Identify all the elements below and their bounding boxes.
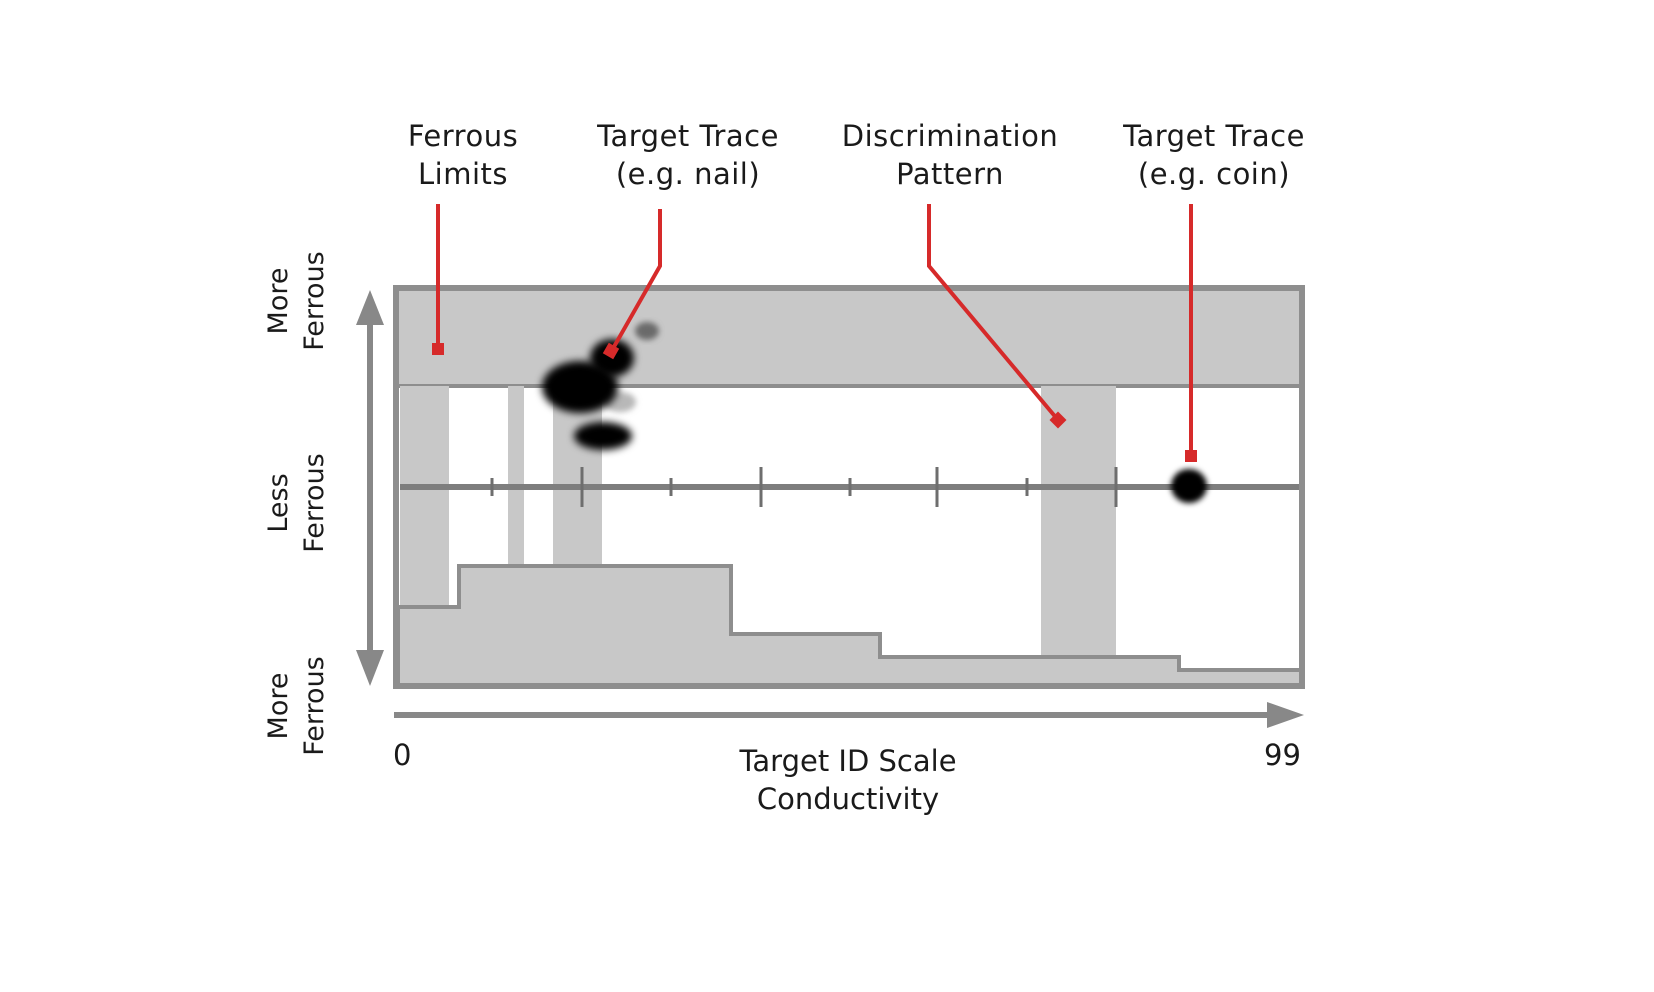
nail-trace <box>542 322 659 450</box>
x-axis-title: Target ID Scale Conductivity <box>648 742 1048 818</box>
callout-discrimination-line1: Discrimination <box>841 119 1059 153</box>
callout-coin-line2: (e.g. coin) <box>1137 157 1291 191</box>
callout-nail-line1: Target Trace <box>597 119 779 153</box>
conductivity-axis-arrow <box>394 702 1304 728</box>
callout-nail-line2: (e.g. nail) <box>615 157 761 191</box>
discrimination-band-4 <box>1041 386 1116 686</box>
ferrous-axis-shaft <box>367 320 373 656</box>
ferrous-limits-band <box>398 290 1302 386</box>
callout-leaders <box>436 204 1193 456</box>
callout-ferrous-limits: Ferrous Limits <box>313 117 613 193</box>
x-axis-title-line1: Target ID Scale <box>739 744 957 778</box>
plot-frame <box>393 285 1305 689</box>
callout-target-trace-coin: Target Trace (e.g. coin) <box>1064 117 1364 193</box>
y-label-more-ferrous-bottom: More Ferrous <box>261 606 333 806</box>
y-label-mid-line1: Less <box>263 473 294 533</box>
y-label-less-ferrous: Less Ferrous <box>261 403 333 603</box>
callout-coin-line1: Target Trace <box>1123 119 1305 153</box>
arrow-down-icon <box>356 650 384 686</box>
callout-discrimination-line2: Pattern <box>896 157 1004 191</box>
nail-trace-main-blob <box>542 361 618 413</box>
nail-trace-small-blob <box>635 322 659 340</box>
endpoint-nail <box>602 342 620 360</box>
y-label-mid-line2: Ferrous <box>299 453 330 553</box>
x-axis-title-line2: Conductivity <box>756 782 940 816</box>
endpoint-ferrous-limits <box>432 343 444 355</box>
y-label-bottom-line2: Ferrous <box>299 656 330 756</box>
arrow-up-icon <box>356 290 384 325</box>
arrow-right-icon <box>1267 702 1304 728</box>
callout-target-trace-nail: Target Trace (e.g. nail) <box>538 117 838 193</box>
nail-trace-lower-blob <box>574 422 632 450</box>
ferrous-axis-arrow <box>356 290 384 686</box>
callout-ferrous-limits-line1: Ferrous <box>407 119 519 153</box>
coin-trace <box>1171 469 1207 503</box>
y-label-more-ferrous-top: More Ferrous <box>261 201 333 401</box>
leader-nail <box>609 209 662 353</box>
y-label-bottom-line1: More <box>263 672 294 740</box>
callout-ferrous-limits-line2: Limits <box>418 157 508 191</box>
endpoint-coin <box>1185 450 1197 462</box>
x-axis-max-label: 99 <box>1264 738 1301 772</box>
y-label-top-line1: More <box>263 267 294 335</box>
scale-ticks <box>490 467 1118 507</box>
conductivity-axis-shaft <box>394 712 1270 718</box>
x-axis-min-label: 0 <box>393 738 412 772</box>
y-label-top-line2: Ferrous <box>299 251 330 351</box>
callout-discrimination-pattern: Discrimination Pattern <box>800 117 1100 193</box>
leader-discrimination <box>927 204 1060 422</box>
